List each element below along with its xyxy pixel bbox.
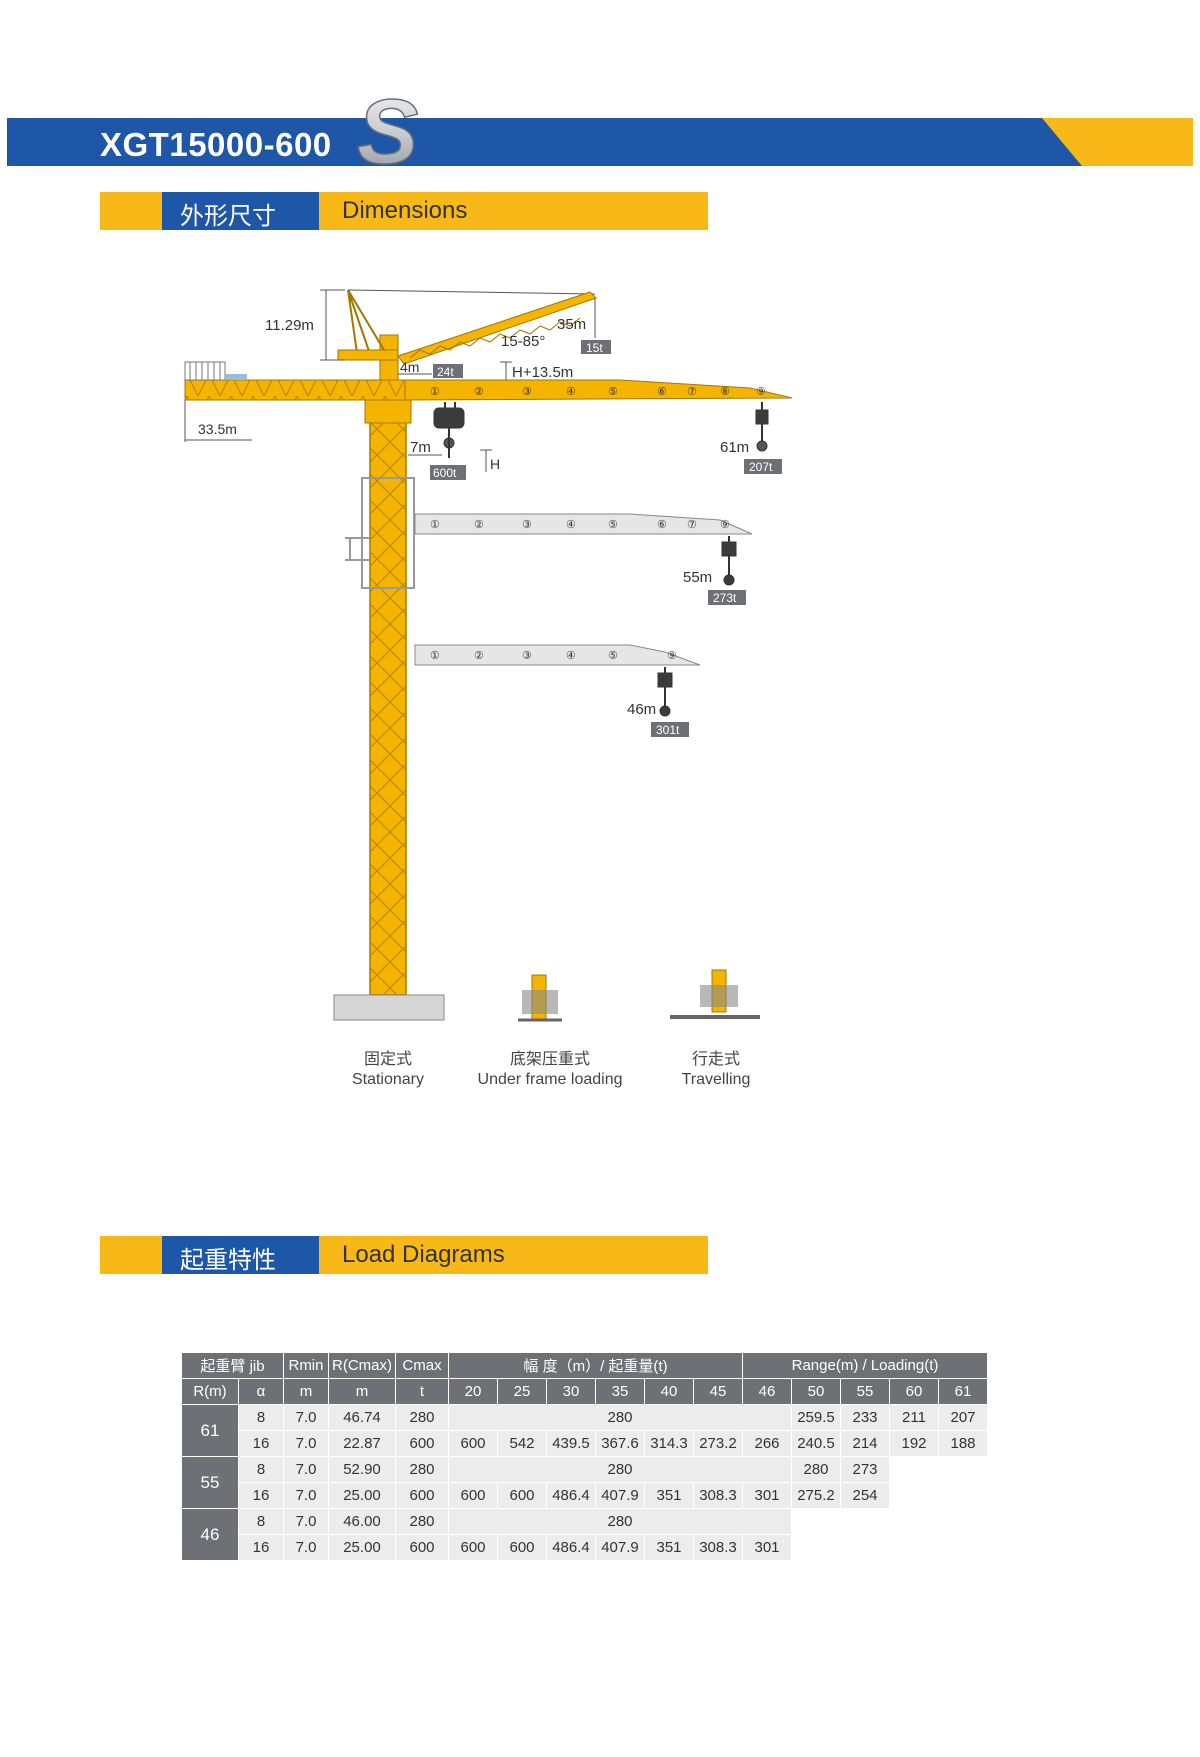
svg-text:11.29m: 11.29m	[265, 317, 314, 334]
svg-text:⑨: ⑨	[756, 386, 766, 398]
svg-text:⑤: ⑤	[608, 650, 618, 662]
svg-text:①: ①	[430, 650, 440, 662]
svg-text:61m: 61m	[720, 439, 749, 456]
svg-text:④: ④	[566, 650, 576, 662]
table-row: 16 7.0 25.00 600 600 600 486.4 407.9 351…	[182, 1534, 988, 1561]
section-title-en: Dimensions	[342, 197, 468, 224]
section-title-zh: 起重特性	[180, 1246, 276, 1274]
svg-text:4m: 4m	[400, 359, 419, 375]
svg-text:⑦: ⑦	[687, 386, 697, 398]
section-load-diagrams: 起重特性 Load Diagrams	[100, 1236, 708, 1274]
model-title: XGT15000-600	[100, 126, 332, 163]
jib61-sections: ① ② ③ ④ ⑤ ⑥ ⑦ ⑧ ⑨	[430, 386, 766, 398]
table-row: 46 8 7.0 46.00 280 280	[181, 1508, 988, 1561]
crane-drawing: 11.29m 35m 15t 15-85° 4m 24t H+13.5m 33.…	[184, 289, 793, 1022]
table-row: 16 7.0 22.87 600 600 542 439.5 367.6 314…	[182, 1430, 988, 1457]
svg-text:⑨: ⑨	[720, 519, 730, 531]
svg-text:①: ①	[430, 519, 440, 531]
table-row: 61 8 7.0 46.74 280 280 259.5 233 211 207	[181, 1404, 988, 1457]
svg-text:273t: 273t	[713, 591, 737, 605]
svg-text:15t: 15t	[586, 341, 603, 355]
svg-text:H+13.5m: H+13.5m	[512, 364, 573, 381]
table-row: 55 8 7.0 52.90 280 280 280 273	[181, 1456, 988, 1509]
table-header-row: 起重臂 jib Rmin R(Cmax) Cmax 幅 度（m）/ 起重量(t)…	[181, 1352, 988, 1379]
svg-text:②: ②	[474, 650, 484, 662]
svg-text:①: ①	[430, 386, 440, 398]
svg-text:207t: 207t	[749, 460, 773, 474]
svg-text:S: S	[357, 95, 418, 170]
jib55-sections: ① ② ③ ④ ⑤ ⑥ ⑦ ⑨	[430, 519, 730, 531]
svg-text:⑥: ⑥	[657, 386, 667, 398]
svg-text:24t: 24t	[437, 365, 454, 379]
svg-text:⑦: ⑦	[687, 519, 697, 531]
svg-text:600t: 600t	[433, 466, 457, 480]
svg-text:②: ②	[474, 386, 484, 398]
series-s-logo: S	[356, 95, 419, 170]
load-table: 起重臂 jib Rmin R(Cmax) Cmax 幅 度（m）/ 起重量(t)…	[181, 1352, 988, 1561]
svg-text:⑨: ⑨	[667, 650, 677, 662]
svg-text:⑤: ⑤	[608, 386, 618, 398]
svg-text:④: ④	[566, 386, 576, 398]
svg-text:③: ③	[522, 650, 532, 662]
svg-text:②: ②	[474, 519, 484, 531]
table-row: 16 7.0 25.00 600 600 600 486.4 407.9 351…	[182, 1482, 988, 1509]
svg-text:③: ③	[522, 519, 532, 531]
section-title-zh: 外形尺寸	[180, 202, 276, 230]
section-title-en: Load Diagrams	[342, 1241, 505, 1268]
section-dimensions: 外形尺寸 Dimensions	[100, 192, 708, 230]
svg-text:46m: 46m	[627, 701, 656, 718]
svg-text:7m: 7m	[410, 439, 431, 456]
svg-text:⑧: ⑧	[720, 386, 730, 398]
svg-text:55m: 55m	[683, 569, 712, 586]
title-banner	[7, 118, 1193, 166]
svg-text:301t: 301t	[656, 723, 680, 737]
svg-text:④: ④	[566, 519, 576, 531]
svg-text:③: ③	[522, 386, 532, 398]
table-subheader-row: R(m) α m m t 20 25 30 35 40 45 46 50 55 …	[181, 1378, 988, 1405]
svg-text:⑥: ⑥	[657, 519, 667, 531]
svg-text:35m: 35m	[557, 316, 586, 333]
svg-text:15-85°: 15-85°	[501, 333, 545, 350]
svg-text:33.5m: 33.5m	[198, 421, 237, 437]
jib46-sections: ① ② ③ ④ ⑤ ⑨	[430, 650, 677, 662]
svg-text:H: H	[490, 456, 500, 472]
svg-text:⑤: ⑤	[608, 519, 618, 531]
